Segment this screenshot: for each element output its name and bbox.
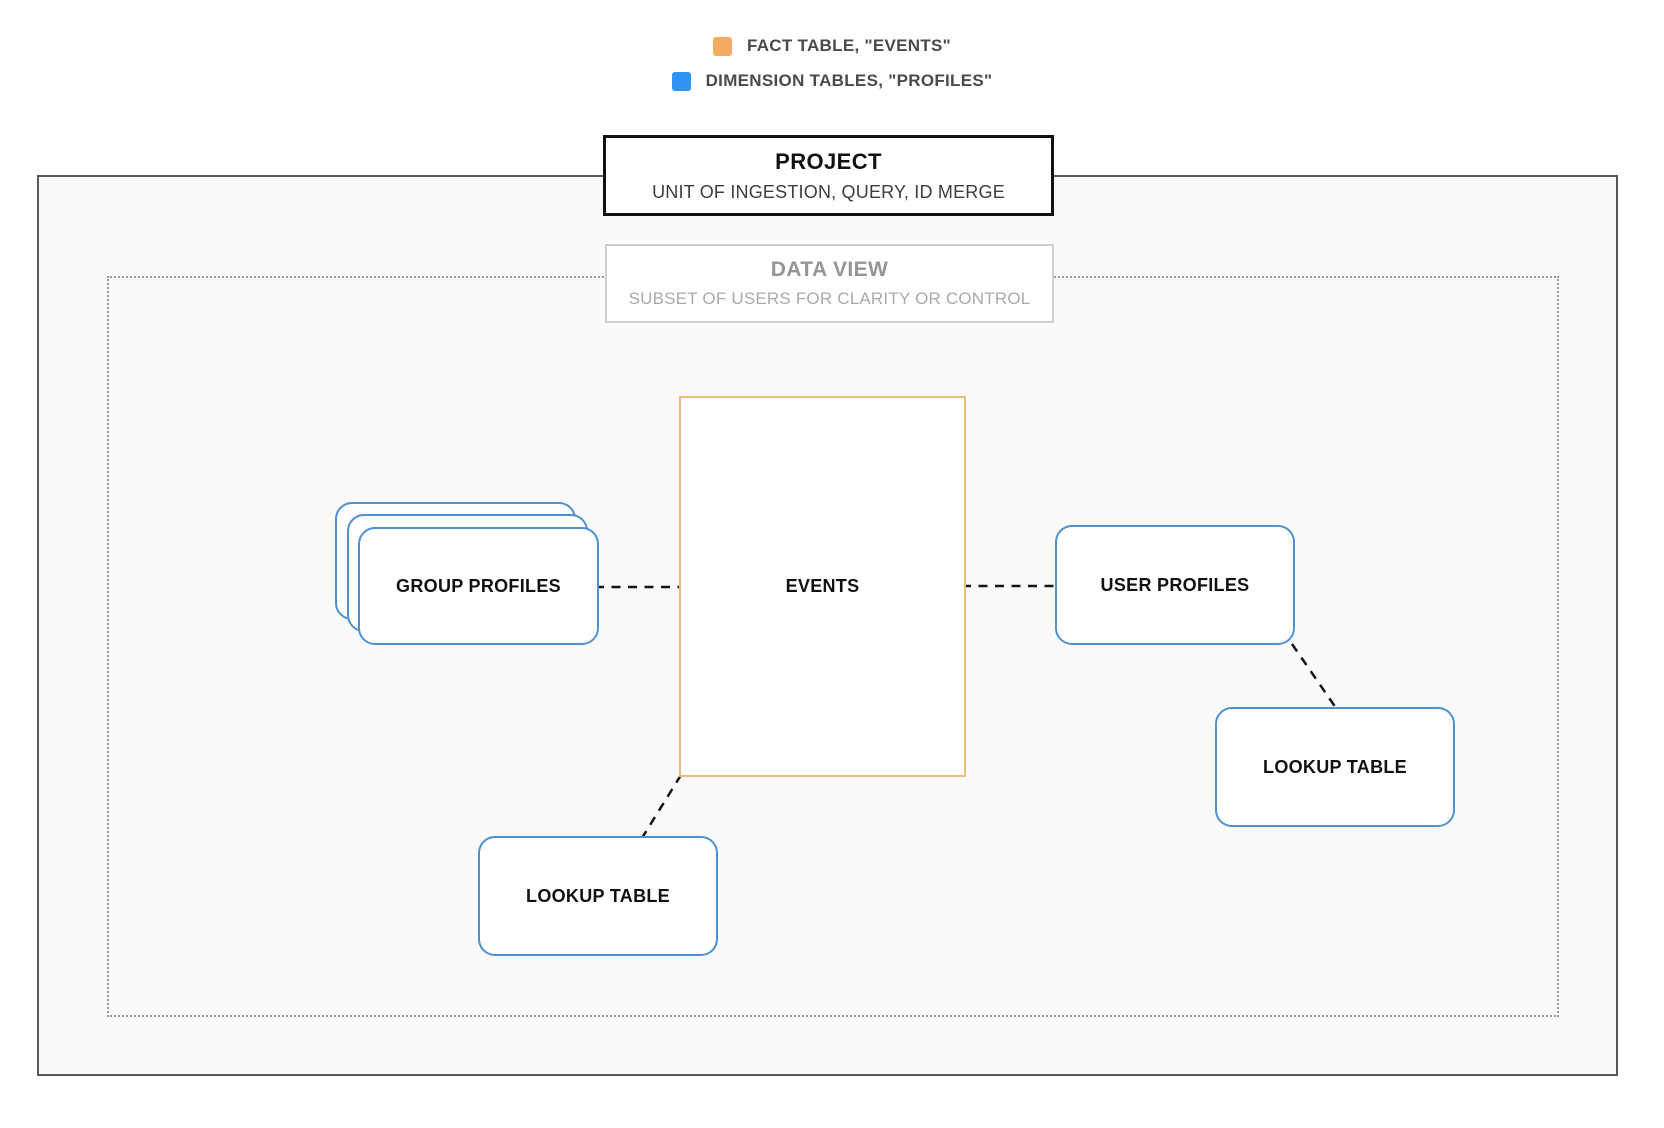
data-view-title: DATA VIEW (770, 258, 889, 281)
user-profiles-node-label: USER PROFILES (1100, 574, 1250, 595)
events-node: EVENTS (679, 396, 966, 777)
legend-item-dimension-tables: DIMENSION TABLES, "PROFILES" (671, 71, 993, 91)
project-subtitle: UNIT OF INGESTION, QUERY, ID MERGE (652, 181, 1005, 202)
fact-table-legend-label: FACT TABLE, "EVENTS" (746, 36, 952, 55)
user-profiles-node: USER PROFILES (1055, 525, 1295, 645)
events-node-label: EVENTS (785, 576, 860, 596)
data-view-header-box: DATA VIEW SUBSET OF USERS FOR CLARITY OR… (605, 244, 1054, 323)
dimension-tables-legend-label: DIMENSION TABLES, "PROFILES" (705, 71, 993, 90)
legend-item-fact-table: FACT TABLE, "EVENTS" (712, 36, 952, 56)
group-profiles-node-label: GROUP PROFILES (396, 575, 561, 596)
project-header-box: PROJECT UNIT OF INGESTION, QUERY, ID MER… (603, 135, 1054, 216)
data-view-subtitle: SUBSET OF USERS FOR CLARITY OR CONTROL (628, 289, 1031, 308)
fact-table-swatch-icon (712, 36, 732, 56)
lookup-table-left-node-label: LOOKUP TABLE (526, 885, 670, 906)
group-profiles-node: GROUP PROFILES (358, 527, 599, 645)
lookup-table-right-node: LOOKUP TABLE (1215, 707, 1455, 827)
legend: FACT TABLE, "EVENTS" DIMENSION TABLES, "… (0, 36, 1664, 91)
lookup-table-left-node: LOOKUP TABLE (478, 836, 718, 956)
project-title: PROJECT (775, 148, 882, 174)
dimension-tables-swatch-icon (671, 71, 691, 91)
lookup-table-right-node-label: LOOKUP TABLE (1263, 756, 1407, 777)
